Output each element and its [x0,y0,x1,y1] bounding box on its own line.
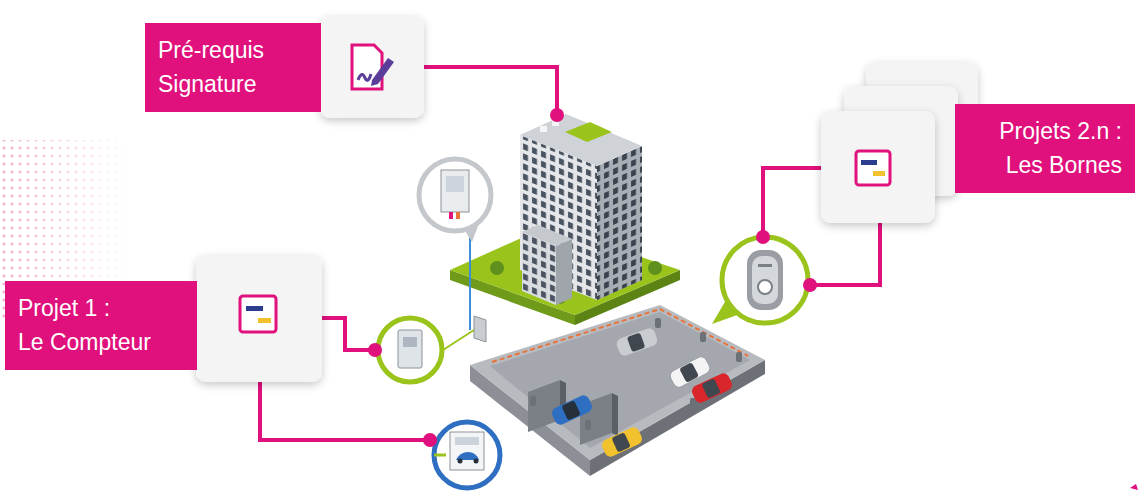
callout-ev-meter [450,432,484,470]
callout-charging-station [752,256,778,304]
charging-post [655,318,661,328]
car [701,378,720,398]
callout-charging-station [722,237,808,323]
parking-lot [470,305,765,476]
charging-post [530,318,742,430]
project-card [196,255,322,382]
leader-line [812,222,880,285]
garage-door [528,380,560,432]
leader-line [763,168,822,234]
callout-meter-cabinet [446,176,464,192]
project-card-stack [821,111,935,223]
label-text: Pré-requis Signature [158,33,308,102]
project-card [246,306,263,311]
leader-line [322,318,372,350]
callout-charging-station [803,278,817,292]
charging-post [585,420,591,430]
callout-ev-meter [474,459,479,464]
callout-ev-meter [455,437,479,445]
car [550,393,594,426]
callout-charging-station [756,230,770,244]
lawn [450,226,680,315]
lawn [450,226,680,325]
charging-post [530,396,536,406]
callout-meter [368,318,442,382]
meter-pole [474,316,486,342]
callout-meter-cabinet [419,159,491,242]
project-card [240,296,276,332]
callout-ev-meter [434,454,446,457]
callout-meter-cabinet [449,212,453,219]
label-box: Projet 1 : Le Compteur [5,281,197,370]
callout-meter-cabinet [441,170,469,212]
car [627,332,646,352]
car [600,425,644,458]
building [540,126,547,132]
label-box: Pré-requis Signature [145,23,321,112]
car [690,371,734,404]
signature-card [320,16,424,118]
garage-door [528,380,618,445]
callout-meter-cabinet [419,159,491,231]
project-card-stack [856,151,890,185]
car [679,362,699,383]
car [611,432,630,452]
callout-ev-meter [434,422,500,488]
charging-post [690,398,696,408]
parking-lot [492,309,748,362]
project-card [196,255,322,382]
building [597,146,642,300]
building [565,122,612,142]
car [615,327,659,358]
building [597,146,642,300]
project-card-stack [873,171,885,176]
leader-line [260,382,428,440]
lawn [648,261,662,275]
building [520,114,642,305]
car [561,400,580,420]
building [520,114,642,166]
callout-charging-station [747,250,783,310]
callout-meter [403,337,417,347]
callout-ev-meter [423,422,500,488]
callout-ev-meter [458,459,463,464]
signature-card [358,74,371,80]
meter-pole [443,236,486,350]
leader-dot [550,108,564,122]
charging-post [700,332,706,342]
garage-door [612,393,618,436]
label-text: Projets 2.n : Les Bornes [968,114,1122,183]
charging-post [736,352,742,362]
callout-meter [368,343,382,357]
car [690,371,734,404]
callout-charging-station [712,230,817,324]
project-card [258,318,271,323]
car [550,393,594,426]
meter-pole [469,236,471,330]
label-text: Projet 1 : Le Compteur [18,291,184,360]
building [522,225,572,246]
callout-ev-meter [423,433,437,447]
building [556,239,572,305]
signature-card [320,16,424,118]
meter-pole [443,330,474,350]
parking-lot [470,305,765,460]
label-box: Projets 2.n : Les Bornes [955,104,1135,193]
lawn [490,261,504,275]
callout-meter [378,318,442,382]
callout-meter [398,330,422,368]
car [600,425,644,458]
callout-meter-cabinet [456,212,460,219]
callout-charging-station [758,264,772,267]
car [550,327,734,459]
corner-mark [1130,484,1138,490]
callout-charging-station [758,280,772,294]
parking-lot [490,312,750,448]
signature-card [371,58,394,86]
car [615,327,659,358]
project-card-stack [861,160,877,165]
leader-line [420,67,557,112]
